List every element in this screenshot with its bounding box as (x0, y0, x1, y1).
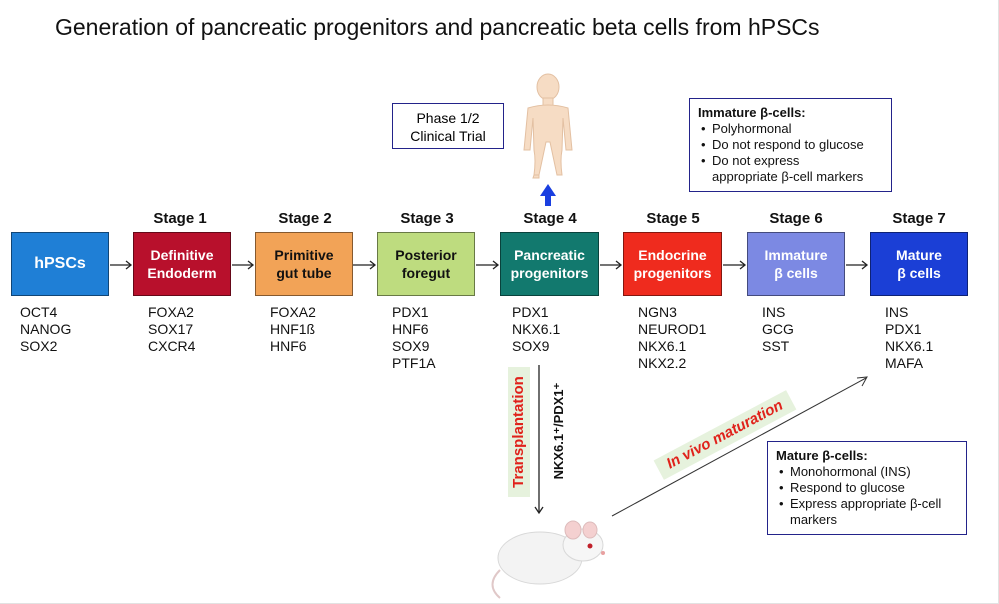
marker-item: SOX9 (512, 338, 550, 354)
stage-box-definitive-endoderm: Definitive Endoderm (133, 232, 231, 296)
markers-stage-1: FOXA2 SOX17 CXCR4 (148, 304, 195, 355)
marker-item: NKX6.1 (512, 321, 561, 337)
mature-note-title: Mature β-cells: (776, 448, 868, 463)
marker-item: HNF6 (392, 321, 429, 337)
markers-stage-4: PDX1 NKX6.1 SOX9 (512, 304, 560, 355)
markers-stage-3: PDX1 HNF6 SOX9 PTF1A (392, 304, 436, 372)
immature-note-item: Polyhormonal (701, 121, 883, 137)
stage-box-mature-beta-cells: Mature β cells (870, 232, 968, 296)
marker-item: SOX9 (392, 338, 430, 354)
transplant-arrow (534, 365, 544, 515)
marker-item: PTF1A (392, 355, 436, 371)
marker-item: NEUROD1 (638, 321, 707, 337)
stage-box-pancreatic-progenitors: Pancreatic progenitors (500, 232, 599, 296)
stage-7-label: Stage 7 (892, 210, 946, 227)
stage-2-label: Stage 2 (278, 210, 332, 227)
stage-3-label: Stage 3 (400, 210, 454, 227)
marker-item: MAFA (885, 355, 924, 371)
marker-item: FOXA2 (148, 304, 194, 320)
stage-box-primitive-gut-tube: Primitive gut tube (255, 232, 353, 296)
marker-item: FOXA2 (270, 304, 316, 320)
nkx-pdx-label: NKX6.1⁺/PDX1⁺ (551, 382, 566, 480)
marker-item: PDX1 (392, 304, 429, 320)
page-title: Generation of pancreatic progenitors and… (55, 14, 820, 40)
mature-note-item: Respond to glucose (779, 480, 958, 496)
marker-item: NKX6.1 (638, 338, 687, 354)
mature-note-item: Monohormonal (INS) (779, 464, 958, 480)
up-arrow-icon (540, 184, 556, 206)
markers-hpscs: OCT4 NANOG SOX2 (20, 304, 71, 355)
marker-item: SST (762, 338, 790, 354)
stage-box-posterior-foregut: Posterior foregut (377, 232, 475, 296)
markers-stage-6: INS GCG SST (762, 304, 794, 355)
maturation-arrow (611, 376, 868, 517)
phase-clinical-trial-box: Phase 1/2 Clinical Trial (392, 103, 504, 149)
stage-box-hpscs: hPSCs (11, 232, 109, 296)
marker-item: NGN3 (638, 304, 677, 320)
transplantation-label: Transplantation (508, 367, 530, 497)
marker-item: NKX2.2 (638, 355, 687, 371)
immature-note-title: Immature β-cells: (698, 105, 806, 120)
marker-item: NANOG (20, 321, 72, 337)
stage-box-endocrine-progenitors: Endocrine progenitors (623, 232, 722, 296)
marker-item: HNF1ß (270, 321, 316, 337)
immature-note-item: Do not respond to glucose (701, 137, 883, 153)
marker-item: NKX6.1 (885, 338, 934, 354)
marker-item: GCG (762, 321, 794, 337)
human-figure-icon (523, 73, 573, 179)
stage-5-label: Stage 5 (646, 210, 700, 227)
markers-stage-5: NGN3 NEUROD1 NKX6.1 NKX2.2 (638, 304, 706, 372)
marker-item: SOX17 (148, 321, 194, 337)
stage-4-label: Stage 4 (523, 210, 577, 227)
marker-item: PDX1 (512, 304, 549, 320)
marker-item: PDX1 (885, 321, 922, 337)
stage-arrows (110, 260, 869, 270)
marker-item: INS (885, 304, 909, 320)
stage-box-immature-beta-cells: Immature β cells (747, 232, 845, 296)
mature-note: Mature β-cells: Monohormonal (INS) Respo… (767, 441, 967, 535)
mouse-icon (491, 520, 605, 599)
markers-stage-7: INS PDX1 NKX6.1 MAFA (885, 304, 933, 372)
marker-item: CXCR4 (148, 338, 196, 354)
stage-6-label: Stage 6 (769, 210, 823, 227)
marker-item: INS (762, 304, 786, 320)
immature-note: Immature β-cells: Polyhormonal Do not re… (689, 98, 892, 192)
marker-item: SOX2 (20, 338, 58, 354)
marker-item: OCT4 (20, 304, 58, 320)
markers-stage-2: FOXA2 HNF1ß HNF6 (270, 304, 316, 355)
mature-note-item: Express appropriate β-cell markers (779, 496, 958, 528)
stage-1-label: Stage 1 (153, 210, 207, 227)
marker-item: HNF6 (270, 338, 307, 354)
immature-note-item: Do not express appropriate β-cell marker… (701, 153, 883, 185)
